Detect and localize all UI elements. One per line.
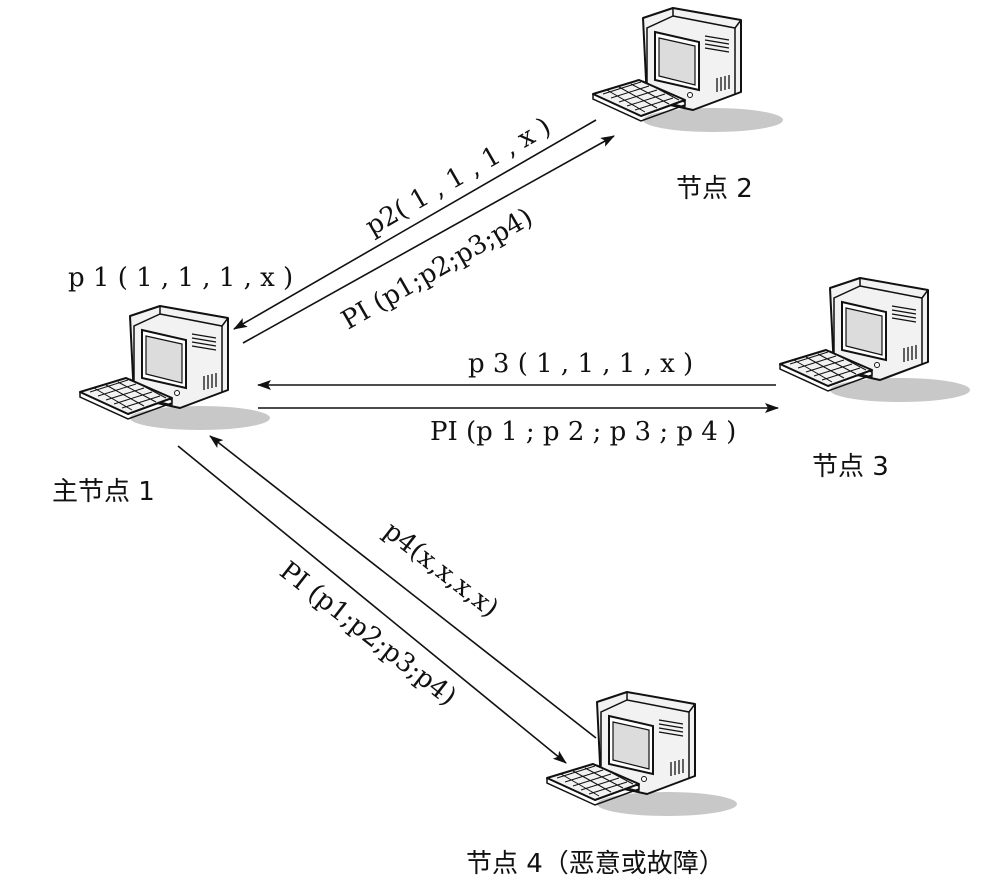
node4-caption: 节点 4（恶意或故障）	[466, 849, 725, 879]
reply-arrow-node2	[233, 119, 597, 330]
node4-computer-icon	[546, 691, 738, 817]
reply-arrow-node4	[209, 435, 597, 739]
master-node-params: p 1 ( 1 , 1 , 1 , x )	[68, 263, 293, 293]
node3-computer-icon	[779, 277, 971, 403]
master-node-caption: 主节点 1	[52, 477, 155, 507]
broadcast-arrow-node4	[177, 445, 567, 764]
node3-caption: 节点 3	[812, 452, 889, 482]
node2-computer-icon	[592, 7, 784, 133]
node3-broadcast-label: PI (p 1 ; p 2 ; p 3 ; p 4 )	[430, 417, 736, 447]
broadcast-arrow-node2	[242, 135, 615, 344]
node2-caption: 节点 2	[676, 174, 753, 204]
node4-reply-label: p4(x,x,x,x)	[378, 516, 504, 624]
node3-reply-label: p 3 ( 1 , 1 , 1 , x )	[468, 349, 693, 379]
